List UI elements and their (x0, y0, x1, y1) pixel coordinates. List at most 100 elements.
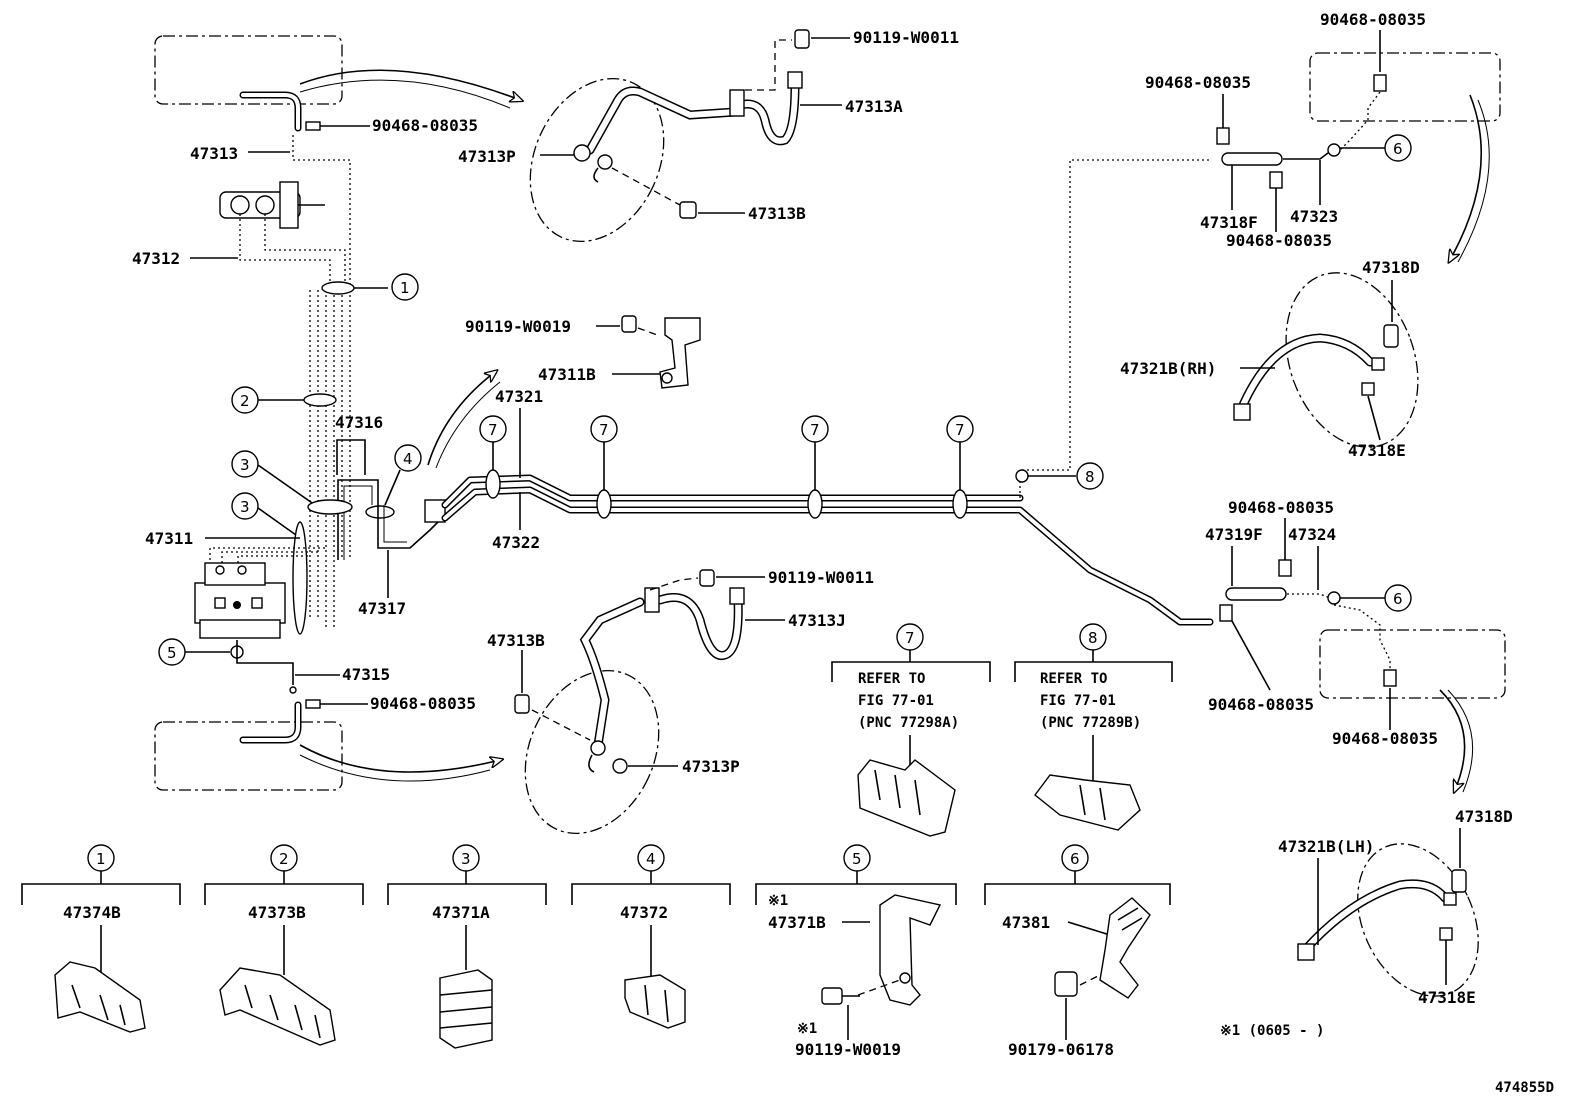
label-47323: 47323 (1290, 207, 1338, 226)
label-47313A: 47313A (845, 97, 903, 116)
callout-7-a (479, 415, 507, 443)
label-90468-08035-rt-top: 90468-08035 (1320, 10, 1426, 29)
label-47316: 47316 (335, 413, 383, 432)
label-47373B: 47373B (248, 903, 306, 922)
clip-90468-top-left (305, 121, 321, 131)
nut-90179-06178 (1054, 971, 1078, 997)
box-6: 6 47381 90179-06178 (984, 844, 1171, 1059)
svg-text:3: 3 (461, 850, 471, 868)
callout-7-d (946, 415, 974, 443)
box-4: 4 47372 (571, 844, 731, 1029)
svg-text:8: 8 (1088, 629, 1098, 647)
wheel-housing-outline-bottom-right (1319, 629, 1506, 699)
clip-47381 (1099, 897, 1151, 999)
label-90468-08035-rb-left: 90468-08035 (1208, 695, 1314, 714)
label-47374B: 47374B (63, 903, 121, 922)
label-90119-W0019-box5: 90119-W0019 (795, 1040, 901, 1059)
clamp-7-illustration (857, 759, 956, 837)
clip-47313P-top (573, 144, 591, 162)
callout-6-bottom (1384, 584, 1412, 612)
wheel-housing-outline-top-right (1309, 52, 1501, 122)
label-47318D-bottom: 47318D (1455, 807, 1513, 826)
svg-text:6: 6 (1070, 850, 1080, 868)
label-90468-08035-rt-under: 90468-08035 (1226, 231, 1332, 250)
clip-90468-rt-top (1373, 74, 1387, 92)
label-90468-08035-rt-left: 90468-08035 (1145, 73, 1251, 92)
svg-text:2: 2 (279, 850, 289, 868)
svg-text:8: 8 (1085, 468, 1095, 486)
callout-2 (231, 386, 259, 414)
svg-text:7: 7 (905, 629, 915, 647)
svg-text:1: 1 (96, 850, 106, 868)
label-47318F: 47318F (1200, 213, 1258, 232)
ref7-line3: (PNC 77298A) (858, 715, 959, 731)
abs-actuator (194, 547, 326, 639)
label-47371B: 47371B (768, 913, 826, 932)
svg-text:7: 7 (599, 421, 609, 439)
label-90119-W0011-top: 90119-W0011 (853, 28, 959, 47)
clip-90468-rt-left (1216, 127, 1230, 145)
ref8-line1: REFER TO (1040, 671, 1107, 687)
arrow-to-front-detail (299, 69, 520, 100)
svg-text:4: 4 (403, 450, 413, 468)
label-47317: 47317 (358, 599, 406, 618)
clamp-47372 (624, 974, 686, 1029)
wheel-housing-outline-bottom-left (154, 721, 343, 791)
box-2: 2 47373B (204, 844, 364, 1046)
svg-text:7: 7 (488, 421, 498, 439)
box-1: 1 47374B (21, 844, 181, 1033)
svg-text:6: 6 (1393, 590, 1403, 608)
label-47322: 47322 (492, 533, 540, 552)
arrow-to-rh-detail (1450, 94, 1483, 260)
hose-stub-top-left (239, 91, 302, 132)
svg-text:5: 5 (167, 644, 177, 662)
arrow-to-rear-detail (299, 744, 500, 773)
figure-id: 474855D (1495, 1080, 1554, 1096)
svg-text:4: 4 (646, 850, 656, 868)
rear-left-area (154, 701, 500, 791)
clamp-7-d (952, 489, 968, 519)
svg-text:3: 3 (240, 456, 250, 474)
label-47372: 47372 (620, 903, 668, 922)
clip-90468-bottom-left (305, 699, 321, 709)
lh-rear-area: 90468-08035 47319F 47324 6 90468-08035 9… (1205, 498, 1513, 1007)
label-47319F: 47319F (1205, 525, 1263, 544)
bolt-47318D-bottom (1451, 869, 1467, 893)
box5-mark-bottom: ※1 (797, 1021, 817, 1037)
clamp-2-on-bundle (303, 393, 337, 407)
label-90179-06178: 90179-06178 (1008, 1040, 1114, 1059)
front-hose-detail: 90119-W0011 47313A 47313P 47313B (458, 28, 959, 243)
clamp-7-a (485, 469, 501, 499)
clamp-1-on-bundle (321, 281, 355, 295)
clip-47318E-top (1361, 382, 1375, 396)
clamp-47373B (219, 967, 336, 1046)
tube-to-rh-rear (1019, 159, 1210, 498)
label-47313B-top: 47313B (748, 204, 806, 223)
wheel-housing-outline-top-left (154, 35, 343, 105)
bolt-90119-W0011-bottom (699, 569, 715, 587)
rh-rear-area: 90468-08035 90468-08035 6 47318F 90468-0… (1120, 10, 1501, 460)
hose-bracket-47313J (644, 587, 660, 613)
label-47371A: 47371A (432, 903, 490, 922)
label-47321B-RH: 47321B(RH) (1120, 359, 1216, 378)
hose-47319F (1225, 587, 1287, 601)
front-left-wheel-area: 90468-08035 47313 47312 (132, 35, 520, 290)
clip-90468-rb-right (1383, 669, 1397, 687)
callout-6-top (1384, 134, 1412, 162)
clip-90468-rb-top (1278, 559, 1292, 577)
svg-text:7: 7 (810, 421, 820, 439)
label-47313P-bottom: 47313P (682, 757, 740, 776)
svg-text:3: 3 (240, 498, 250, 516)
clamp-4 (365, 505, 395, 519)
label-47311: 47311 (145, 529, 193, 548)
label-47318E-bottom: 47318E (1418, 988, 1476, 1007)
callout-7-c (801, 415, 829, 443)
ref7-line2: FIG 77-01 (858, 693, 934, 709)
label-47313J: 47313J (788, 611, 846, 630)
callout-7-b (590, 415, 618, 443)
junction-block (424, 499, 446, 523)
clip-47318E-bottom (1439, 927, 1453, 941)
clamp-8-illustration (1034, 774, 1141, 831)
box-5: 5 ※1 47371B ※1 90119-W0019 (755, 844, 957, 1059)
